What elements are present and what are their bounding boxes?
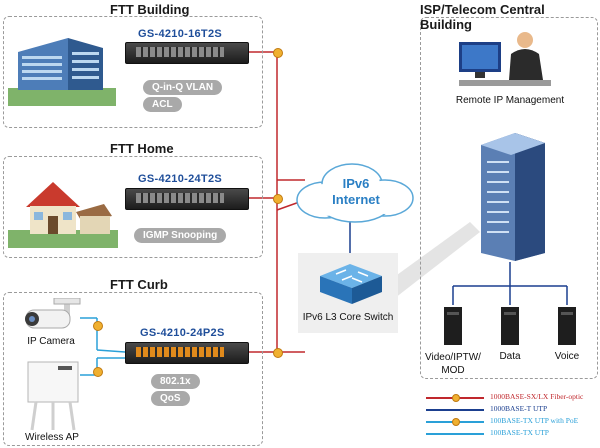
remote-management-operator-image — [459, 32, 551, 86]
legend-dot-poe — [452, 418, 460, 426]
ftt-curb-panel — [3, 292, 263, 446]
fiber-dot — [273, 194, 283, 204]
building-switch — [125, 42, 249, 64]
central-office-tower-image — [481, 133, 545, 261]
legend-line-100tx — [426, 433, 484, 435]
feature-igmp: IGMP Snooping — [134, 228, 227, 243]
endpoint-voice-label: Voice — [554, 351, 580, 362]
isp-title: ISP/Telecom Central Building — [420, 2, 545, 32]
legend-text-1000t: 1000BASE-T UTP — [490, 404, 548, 413]
poe-dot — [93, 367, 103, 377]
legend-text-poe: 100BASE-TX UTP with PoE — [490, 416, 579, 425]
ftt-building-panel — [3, 16, 263, 128]
curb-switch — [125, 342, 249, 364]
wireless-ap-label: Wireless AP — [25, 432, 79, 443]
endpoint-servers-image — [444, 307, 576, 345]
endpoint-video-label: Video/IPTW/ MOD — [425, 352, 481, 376]
poe-dot — [93, 321, 103, 331]
ftt-home-title: FTT Home — [110, 141, 174, 156]
internet-cloud-label: IPv6 Internet — [318, 176, 394, 208]
ip-camera-label: IP Camera — [27, 336, 75, 347]
core-switch-icon — [320, 264, 382, 304]
fiber-dot — [273, 348, 283, 358]
feature-8021x: 802.1x — [151, 374, 200, 389]
home-switch — [125, 188, 249, 210]
feature-qinq: Q-in-Q VLAN — [143, 80, 223, 95]
ip-camera-image — [25, 298, 81, 329]
ftt-home-panel — [3, 156, 263, 258]
fiber-dot — [273, 48, 283, 58]
cloud-line1: IPv6 — [342, 176, 370, 191]
wireless-ap-image — [27, 361, 79, 431]
house-image — [8, 182, 118, 248]
curb-switch-model: GS-4210-24P2S — [140, 327, 225, 339]
core-switch-label: IPv6 L3 Core Switch — [302, 312, 394, 323]
legend-line-1000t — [426, 409, 484, 411]
office-building-image — [8, 38, 116, 106]
building-switch-model: GS-4210-16T2S — [138, 28, 222, 40]
cloud-line2: Internet — [332, 192, 380, 207]
feature-acl: ACL — [143, 97, 182, 112]
legend-text-100tx: 100BASE-TX UTP — [490, 428, 549, 437]
endpoint-data-label: Data — [499, 351, 521, 362]
remote-management-label: Remote IP Management — [455, 95, 565, 106]
home-switch-model: GS-4210-24T2S — [138, 173, 222, 185]
legend-dot-fiber — [452, 394, 460, 402]
legend: 1000BASE-SX/LX Fiber-optic 1000BASE-T UT… — [424, 387, 596, 445]
isp-panel — [420, 17, 598, 379]
feature-qos: QoS — [151, 391, 190, 406]
ftt-building-title: FTT Building — [110, 2, 190, 17]
ftt-curb-title: FTT Curb — [110, 277, 168, 292]
legend-text-fiber: 1000BASE-SX/LX Fiber-optic — [490, 392, 584, 401]
internet-cloud-icon — [296, 163, 414, 223]
